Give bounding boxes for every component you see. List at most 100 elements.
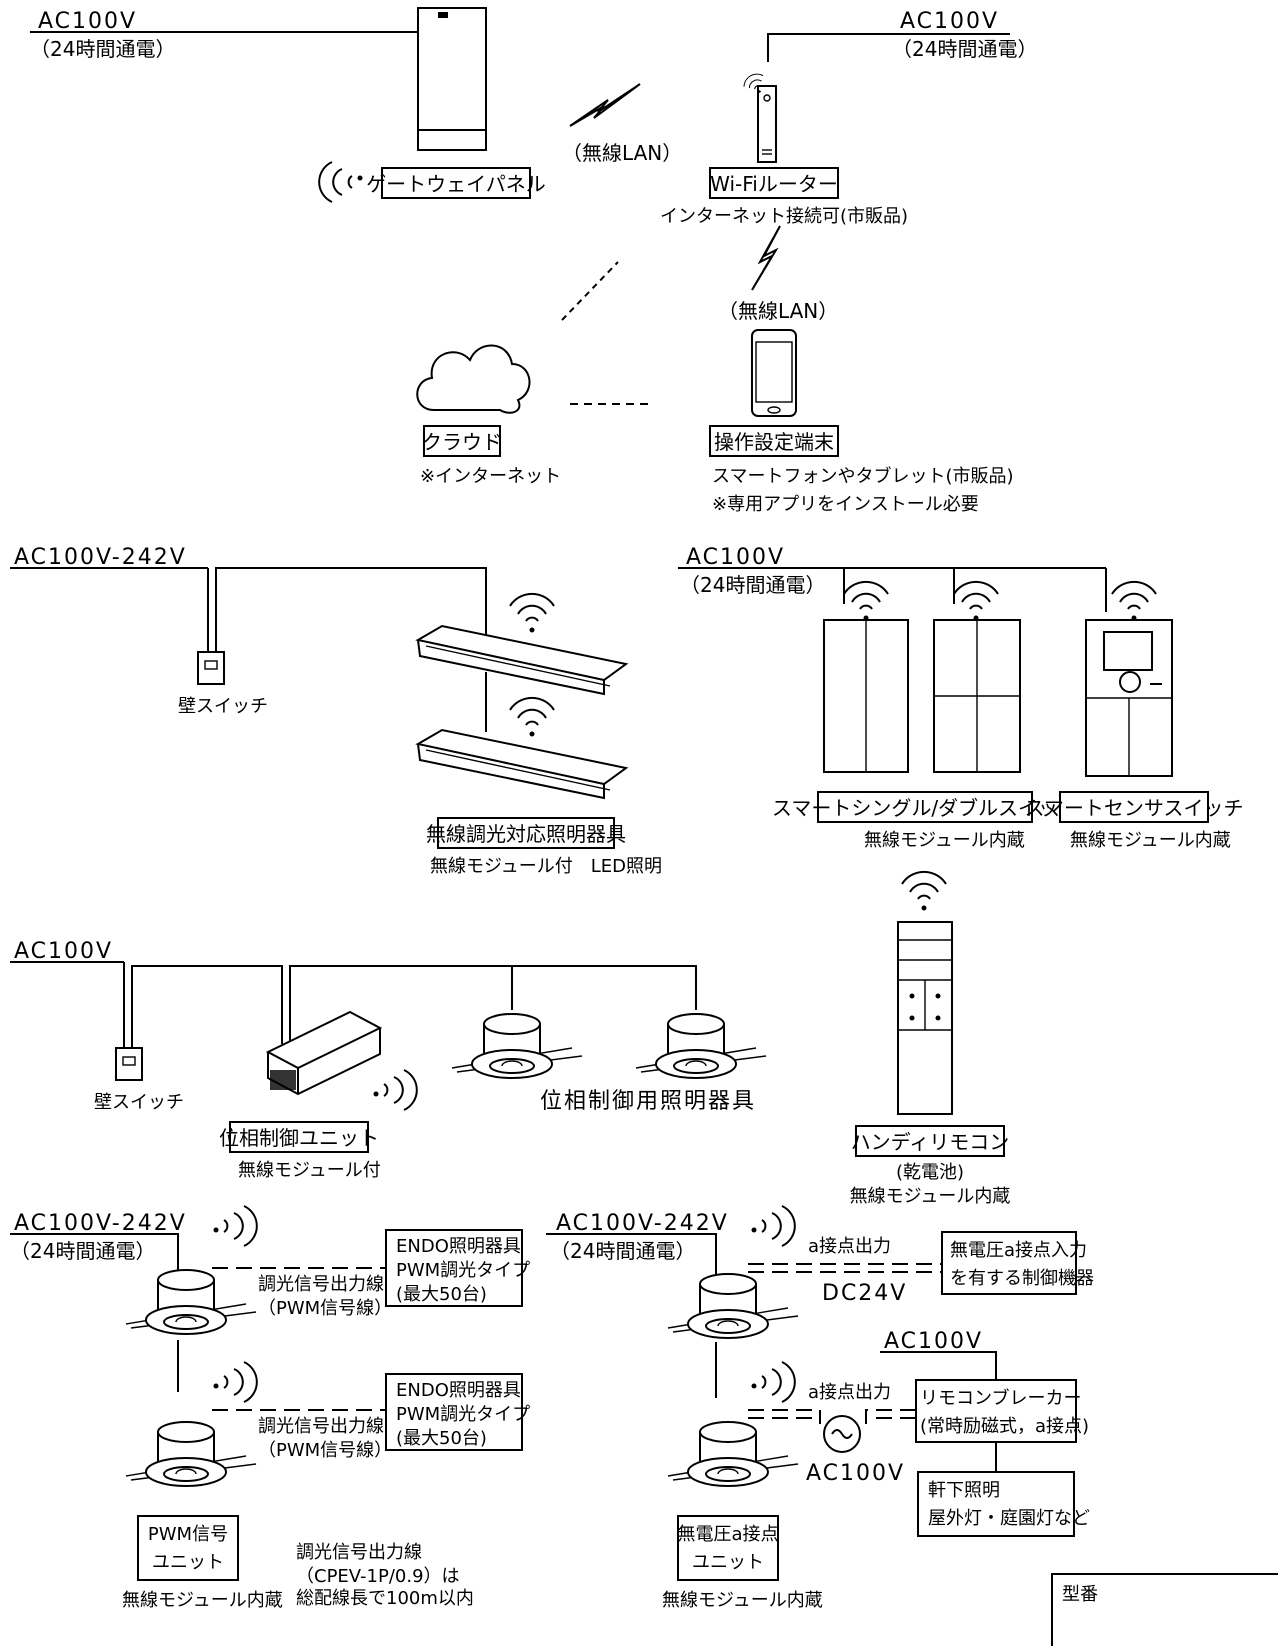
phase-fixtures-label: 位相制御用照明器具 <box>540 1089 756 1114</box>
terminal-label: 操作設定端末 <box>714 430 834 454</box>
lighting-label: 無線調光対応照明器具 <box>426 822 626 846</box>
contact-unit-line2: ユニット <box>692 1552 764 1573</box>
router-block: AC100V （24時間通電） Wi-Fiルーター インターネット接続可(市販品… <box>660 9 1037 227</box>
pwm-unit-icon <box>125 1421 257 1487</box>
smart-switch-label: スマートシングル/ダブルスイッチ <box>772 796 1078 820</box>
pwm-unit-line2: ユニット <box>152 1552 224 1573</box>
endo-box-1-line3: (最大50台) <box>396 1284 487 1305</box>
lighting-power: AC100V-242V <box>14 545 187 570</box>
gateway-panel <box>417 7 487 151</box>
dashed-link-1 <box>561 261 619 321</box>
breaker-line1: リモコンブレーカー <box>920 1387 1081 1409</box>
endo-box-1-line2: PWM調光タイプ <box>396 1260 530 1281</box>
contact-ac-source: AC100V <box>806 1461 905 1486</box>
gateway-label: ゲートウェイパネル <box>366 172 546 196</box>
pwm-signal-line-2: 調光信号出力線 <box>258 1416 384 1437</box>
pwm-power-note: （24時間通電） <box>10 1239 155 1263</box>
smart-switch-sub: 無線モジュール内蔵 <box>864 830 1025 851</box>
wireless-lan-label-2: （無線LAN） <box>718 299 838 323</box>
endo-box-1 <box>385 1229 523 1307</box>
wifi-icon <box>509 592 555 634</box>
model-label: 型番 <box>1062 1584 1098 1605</box>
contact-unit-sub: 無線モジュール内蔵 <box>662 1590 823 1611</box>
pwm-note-3: 総配線長で100m以内 <box>296 1588 474 1609</box>
remote-sub2: 無線モジュール内蔵 <box>850 1186 1011 1207</box>
terminal-sub2: ※専用アプリをインストール必要 <box>712 494 979 515</box>
contact-power: AC100V-242V <box>556 1211 729 1236</box>
remote-sub1: (乾電池) <box>896 1162 964 1183</box>
remote-label-box <box>855 1125 1005 1157</box>
wireless-icon <box>750 1205 796 1247</box>
pwm-unit-box <box>137 1515 239 1581</box>
wireless-icon <box>318 161 364 203</box>
endo-box-2-line1: ENDO照明器具 <box>396 1380 521 1401</box>
led-fixture-2 <box>415 728 629 800</box>
lightning-icon <box>569 83 641 127</box>
pwm-block: AC100V-242V （24時間通電） 調光信号出力線 （PWM信号線） EN… <box>10 1205 530 1611</box>
router-power: AC100V <box>900 9 999 34</box>
wireless-lan-label-1: （無線LAN） <box>562 141 682 165</box>
wall-switch-label: 壁スイッチ <box>178 696 268 717</box>
gateway-block: AC100V （24時間通電） ゲートウェイパネル <box>30 7 546 203</box>
lighting-label-box <box>437 817 615 849</box>
phase-unit-label: 位相制御ユニット <box>219 1126 379 1150</box>
breaker-line2: (常時励磁式，a接点) <box>920 1416 1089 1437</box>
lighting-block: AC100V-242V 壁スイッチ 無線調光対応照明器具 無線モジュール付 LE… <box>10 545 662 877</box>
contact-unit-line1: 無電圧a接点 <box>677 1524 778 1545</box>
smart-switch-block: AC100V （24時間通電） スマートシングル/ダブルスイッチ 無線モジュール… <box>678 545 1244 851</box>
pwm-signal-line: 調光信号出力線 <box>258 1274 384 1295</box>
contact-unit-icon <box>667 1273 799 1339</box>
smartphone-icon <box>751 329 797 417</box>
wireless-icon <box>372 1069 418 1111</box>
remote-label: ハンディリモコン <box>851 1130 1010 1154</box>
gateway-power: AC100V <box>38 9 137 34</box>
wifi-icon <box>901 870 947 912</box>
phase-switch-label: 壁スイッチ <box>94 1092 184 1113</box>
remote-block: ハンディリモコン (乾電池) 無線モジュール内蔵 <box>850 870 1011 1207</box>
wall-switch-icon <box>197 651 225 685</box>
wireless-icon <box>212 1205 258 1247</box>
wifi-icon <box>843 580 889 622</box>
wall-switch-icon <box>115 1047 143 1081</box>
eaves-line1: 軒下照明 <box>928 1480 1000 1501</box>
pwm-unit-icon <box>125 1269 257 1335</box>
contact-unit-box <box>677 1515 779 1581</box>
router-device <box>757 85 777 163</box>
terminal-sub1: スマートフォンやタブレット(市販品) <box>712 465 1014 487</box>
ac-source-icon <box>823 1415 861 1453</box>
lightning-icon-2 <box>751 225 781 291</box>
downlight-icon <box>635 1013 767 1079</box>
pwm-signal-line-sub-2: （PWM信号線） <box>258 1440 392 1461</box>
phase-power: AC100V <box>14 939 113 964</box>
contact-block: AC100V-242V （24時間通電） a接点出力 DC24V 無電圧a接点入… <box>546 1205 1094 1611</box>
model-table <box>1051 1573 1278 1646</box>
endo-box-2-line2: PWM調光タイプ <box>396 1404 530 1425</box>
cloud-sub: ※インターネット <box>420 466 561 487</box>
device-line1: 無電圧a接点入力 <box>950 1240 1087 1261</box>
contact-dc: DC24V <box>822 1281 907 1306</box>
breaker-box <box>915 1379 1077 1443</box>
cloud-block: クラウド ※インターネット <box>416 344 561 487</box>
pwm-unit-sub: 無線モジュール内蔵 <box>122 1590 283 1611</box>
router-label-box <box>709 167 839 199</box>
cloud-label: クラウド <box>422 430 502 454</box>
wireless-icon <box>212 1361 258 1403</box>
contact-output-1: a接点出力 <box>808 1236 891 1257</box>
sensor-switch-label: スマートセンサスイッチ <box>1025 796 1244 820</box>
router-power-note: （24時間通電） <box>892 37 1037 61</box>
switch-power: AC100V <box>686 545 785 570</box>
phase-unit-sub: 無線モジュール付 <box>238 1160 381 1181</box>
eaves-line2: 屋外灯・庭園灯など <box>928 1508 1090 1529</box>
pwm-unit-line1: PWM信号 <box>148 1524 228 1545</box>
cloud-label-box <box>423 425 501 457</box>
endo-box-2-line3: (最大50台) <box>396 1428 487 1449</box>
sensor-switch-sub: 無線モジュール内蔵 <box>1070 830 1231 851</box>
led-fixture-1 <box>415 624 629 696</box>
terminal-block: 操作設定端末 スマートフォンやタブレット(市販品) ※専用アプリをインストール必… <box>709 329 1014 515</box>
phase-unit-label-box <box>229 1121 369 1153</box>
wireless-icon <box>750 1361 796 1403</box>
sensor-switch-label-box <box>1059 791 1209 823</box>
router-sub: インターネット接続可(市販品) <box>660 206 908 227</box>
endo-box-1-line1: ENDO照明器具 <box>396 1236 521 1257</box>
wifi-icon <box>953 580 999 622</box>
